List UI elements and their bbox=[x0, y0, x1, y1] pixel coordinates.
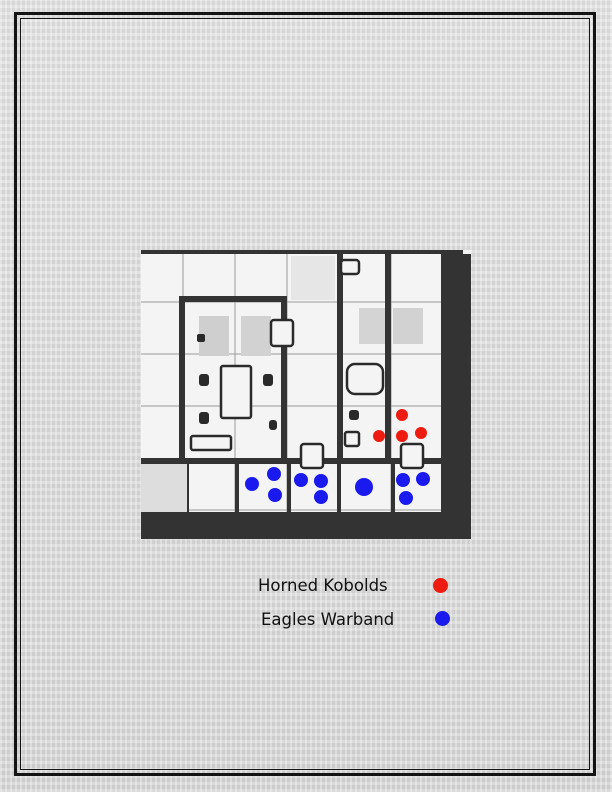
page-border-inner bbox=[20, 18, 590, 770]
shadow-block-4 bbox=[393, 308, 423, 344]
warband-token bbox=[396, 473, 410, 487]
wall-corridor-divider-3 bbox=[391, 462, 395, 512]
wall-room-a-west bbox=[179, 296, 185, 462]
chair-1 bbox=[199, 374, 209, 386]
shadow-block-west bbox=[141, 464, 187, 512]
warband-token bbox=[268, 488, 282, 502]
wall-room-b-west bbox=[337, 254, 343, 462]
wall-east bbox=[441, 254, 471, 539]
chest-1 bbox=[269, 318, 295, 348]
warband-token bbox=[267, 467, 281, 481]
horned-kobolds-tokens bbox=[373, 409, 427, 442]
legend-label-horned-kobolds: Horned Kobolds bbox=[258, 576, 388, 595]
page-border-outer bbox=[14, 12, 596, 776]
barrel-big bbox=[345, 362, 385, 396]
kobold-token bbox=[415, 427, 427, 439]
warband-token bbox=[355, 478, 373, 496]
map-furniture bbox=[189, 258, 425, 470]
chest-3 bbox=[399, 442, 425, 470]
chair-3 bbox=[199, 412, 209, 424]
wall-room-a-east bbox=[281, 296, 287, 462]
wall-corridor-divider-2 bbox=[337, 462, 341, 512]
wall-room-a-top bbox=[179, 296, 285, 302]
eagles-warband-tokens bbox=[245, 467, 430, 505]
chair-4 bbox=[269, 420, 277, 430]
kobold-token bbox=[373, 430, 385, 442]
wall-room-b-east bbox=[385, 254, 391, 462]
battle-map bbox=[141, 250, 471, 539]
legend-row-horned-kobolds: Horned Kobolds bbox=[250, 573, 470, 597]
wall-top bbox=[141, 250, 463, 254]
shadow-block-2 bbox=[241, 316, 271, 356]
warband-token bbox=[416, 472, 430, 486]
chair-6 bbox=[197, 334, 205, 342]
warband-token bbox=[314, 474, 328, 488]
chest-2 bbox=[299, 442, 325, 470]
legend-blue-dot-icon bbox=[435, 611, 450, 626]
kobold-token bbox=[396, 409, 408, 421]
crate-small bbox=[343, 430, 361, 448]
wall-corridor-divider-4 bbox=[287, 462, 291, 512]
legend-red-dot-icon bbox=[433, 578, 448, 593]
warband-token bbox=[399, 491, 413, 505]
wall-corridor-north bbox=[141, 458, 441, 464]
map-walls bbox=[141, 250, 471, 539]
wall-south bbox=[141, 512, 471, 539]
chair-2 bbox=[263, 374, 273, 386]
shadow-block-3 bbox=[359, 308, 385, 344]
wall-corridor-divider-1 bbox=[235, 462, 239, 512]
map-chairs bbox=[197, 334, 359, 430]
legend-label-eagles-warband: Eagles Warband bbox=[261, 610, 395, 629]
kobold-token bbox=[396, 430, 408, 442]
shelf bbox=[189, 434, 233, 452]
wall-hook bbox=[339, 258, 361, 276]
warband-token bbox=[294, 473, 308, 487]
warband-token bbox=[245, 477, 259, 491]
map-legend: Horned Kobolds Eagles Warband bbox=[250, 570, 470, 640]
chair-5 bbox=[349, 410, 359, 420]
shadow-block-5 bbox=[291, 256, 335, 300]
warband-token bbox=[314, 490, 328, 504]
table bbox=[219, 364, 253, 420]
legend-row-eagles-warband: Eagles Warband bbox=[250, 608, 470, 632]
